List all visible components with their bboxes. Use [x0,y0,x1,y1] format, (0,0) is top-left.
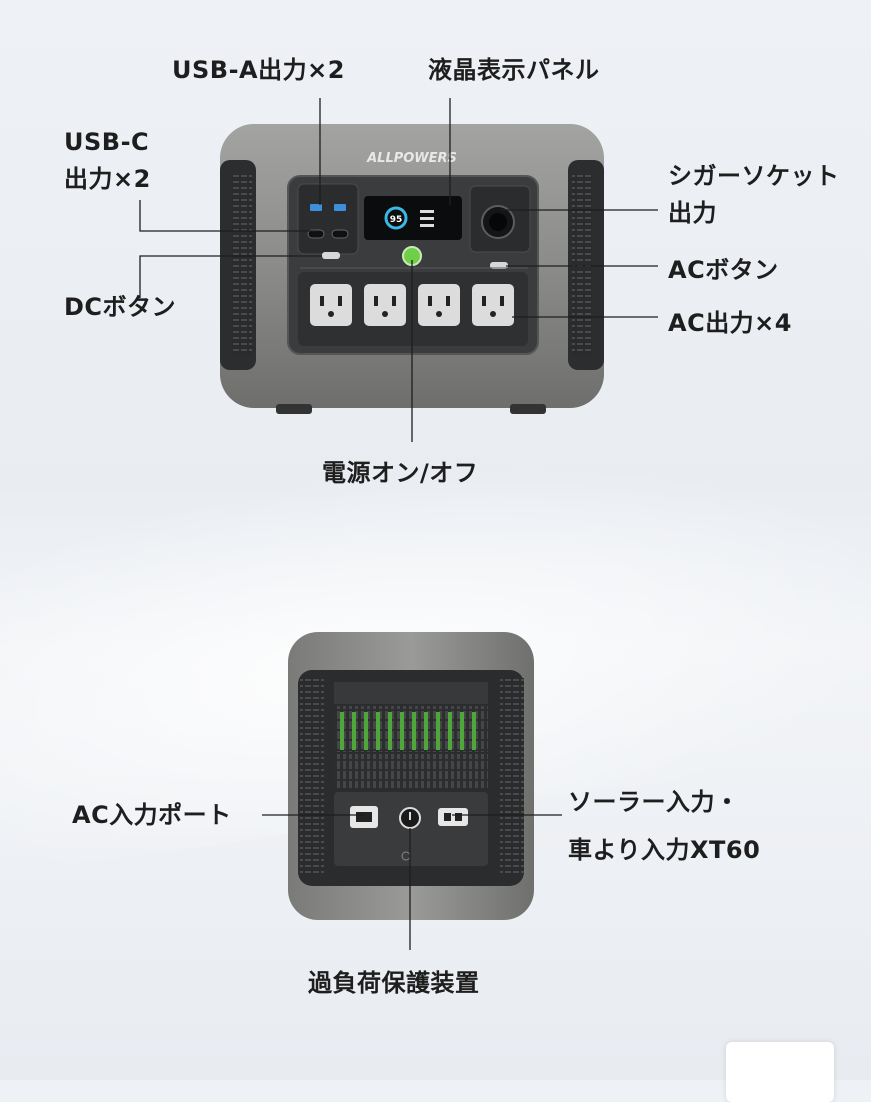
fan-grille [334,706,488,752]
usb-a-port-1 [310,204,322,211]
front-right-foot [510,404,546,414]
back-device [288,632,534,920]
xt60-port [438,808,468,826]
corner-widget [726,1042,834,1102]
label-ac-out: AC出力×4 [668,309,792,337]
green-fan-fins [340,712,476,750]
back-top-grille [334,682,488,704]
usb-c-port-1 [307,229,325,239]
line-dc-button [139,255,322,298]
label-overload: 過負荷保護装置 [308,969,480,997]
label-ac-input: AC入力ポート [72,801,232,829]
battery-ring [384,206,408,230]
usb-port-block [297,183,359,255]
label-lcd-panel: 液晶表示パネル [428,56,600,84]
ac-outlet-4 [472,284,514,326]
back-right-vents [500,678,524,874]
left-vent-slots [232,175,252,355]
front-device: ALLPOWERS 95 [220,124,604,414]
battery-percent: 95 [390,215,403,225]
label-cigar-socket: シガーソケット 出力 [668,162,840,227]
cigar-socket-inner [489,213,507,231]
line-usb-c [139,200,316,232]
lcd-reading-2 [420,217,434,220]
usb-c-port-2 [331,229,349,239]
ac-outlets [310,284,514,326]
ac-outlet-2 [364,284,406,326]
callout-lines [139,98,658,950]
label-power: 電源オン/オフ [322,459,479,487]
usb-a-port-2 [334,204,346,211]
front-left-foot [276,404,312,414]
ac-outlet-3 [418,284,460,326]
label-solar-xt60: ソーラー入力・ 車より入力XT60 [568,788,761,864]
ac-outlet-1 [310,284,352,326]
brand-logo: ALLPOWERS [366,151,457,166]
back-left-vents [300,678,324,874]
label-dc-button: DCボタン [64,293,177,321]
label-usb-a: USB-A出力×2 [172,56,345,84]
input-panel [334,792,488,866]
label-ac-button: ACボタン [668,256,779,284]
dc-button-shape [322,252,340,259]
lcd-screen [364,196,462,240]
ac-outlet-block [298,272,528,346]
label-usb-c: USB-C 出力×2 [64,128,151,193]
lower-grille [334,754,488,788]
lcd-reading-1 [420,210,434,213]
lcd-reading-3 [420,224,434,227]
ac-button-shape [490,262,508,269]
right-vent-slots [572,175,592,355]
